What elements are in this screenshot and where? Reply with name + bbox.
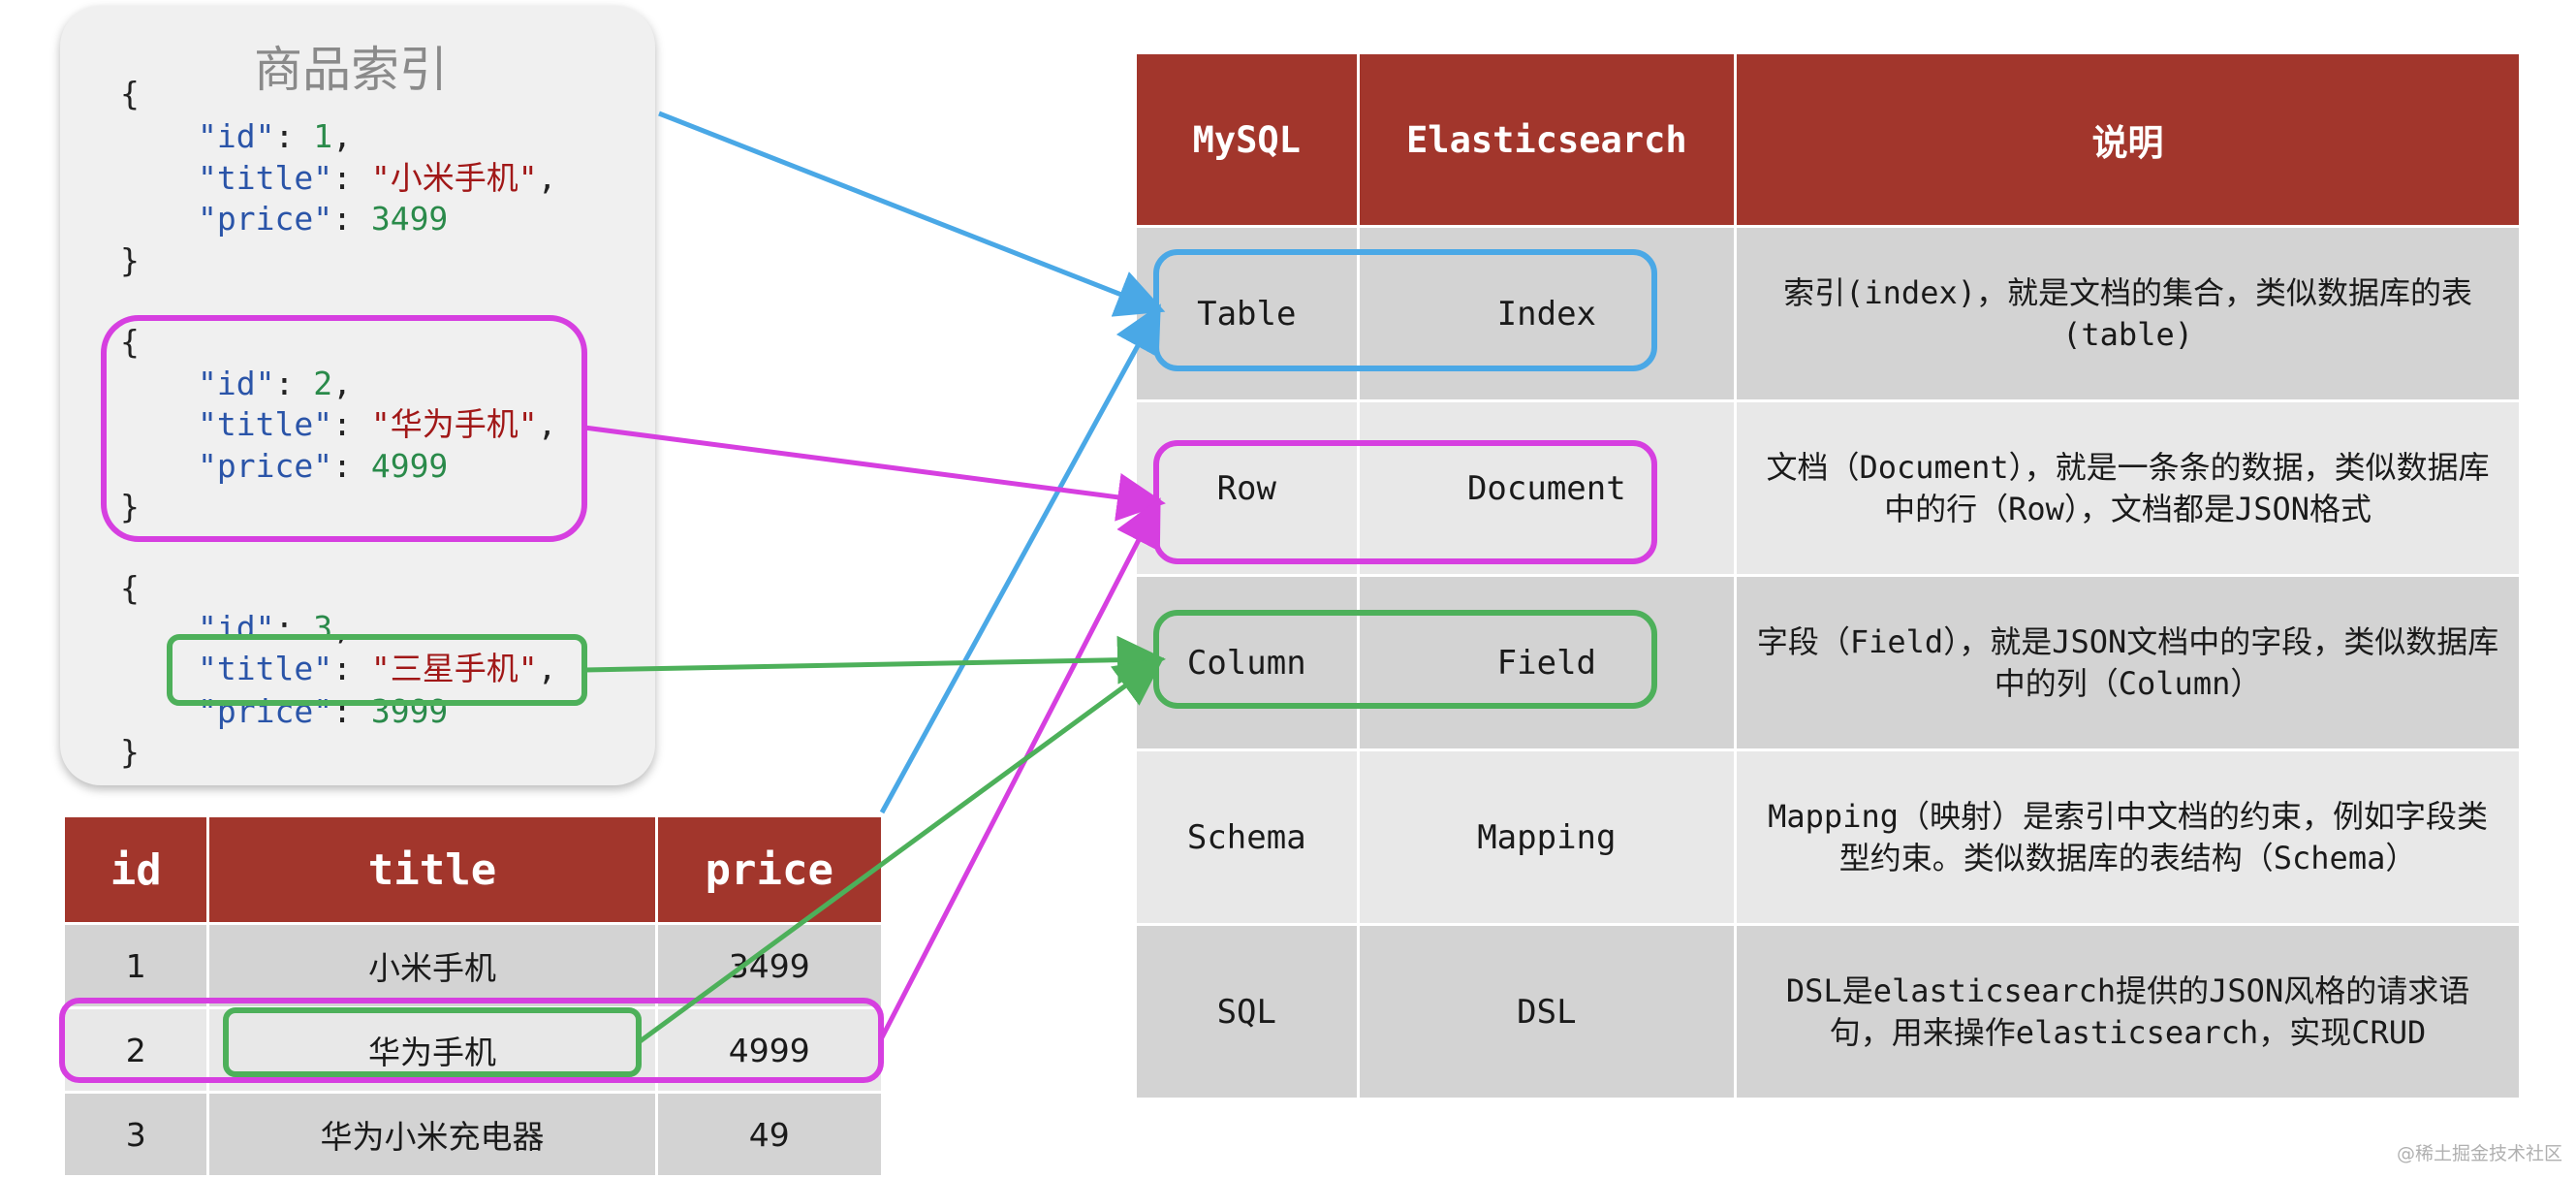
mapping-header-elasticsearch: Elasticsearch <box>1356 51 1738 228</box>
doc3-title-highlight-box <box>167 634 587 706</box>
table-row: Row Document 文档（Document），就是一条条的数据，类似数据库… <box>1134 399 2522 577</box>
doc3-close-brace: } <box>120 733 140 771</box>
doc2-price-value: 4999 <box>370 447 449 485</box>
mysql-term-cell: SQL <box>1134 923 1360 1100</box>
products-cell-price: 49 <box>654 1091 885 1178</box>
products-cell-id: 3 <box>61 1091 210 1178</box>
products-cell-price: 3499 <box>654 922 885 1009</box>
mysql-term-cell: Schema <box>1134 748 1360 926</box>
doc2-close-brace: } <box>120 488 140 525</box>
doc1-price-key: "price" <box>198 200 333 238</box>
doc2-id-value: 2 <box>313 365 333 402</box>
description-cell: 索引(index)，就是文档的集合，类似数据库的表(table) <box>1734 225 2522 402</box>
products-header-price: price <box>654 814 885 925</box>
mapping-table: MySQL Elasticsearch 说明 Table Index 索引(in… <box>1134 51 2522 1100</box>
products-cell-id: 1 <box>61 922 210 1009</box>
products-header-row: id title price <box>61 814 885 925</box>
table-row: 3 华为小米充电器 49 <box>61 1091 885 1178</box>
es-term-cell: Field <box>1356 574 1738 751</box>
mapping-header-description: 说明 <box>1734 51 2522 228</box>
doc2-highlight-box <box>101 315 587 542</box>
doc2-title-value: "华为手机" <box>370 405 538 443</box>
doc3-title-key: "title" <box>198 650 333 687</box>
column-field-highlight-box <box>1153 610 1657 709</box>
description-cell: Mapping（映射）是索引中文档的约束，例如字段类型约束。类似数据库的表结构（… <box>1734 748 2522 926</box>
products-header-id: id <box>61 814 210 925</box>
mysql-term-cell: Column <box>1134 574 1360 751</box>
doc1-to-table-arrow <box>658 111 1166 317</box>
products-cell-title: 华为小米充电器 <box>206 1091 658 1178</box>
doc3-title-line: "title": "三星手机", <box>198 650 557 687</box>
row2-to-row-arrow <box>878 497 1161 1041</box>
doc1-title-line: "title": "小米手机", <box>198 159 557 197</box>
row2-title-to-column-arrow <box>637 657 1165 1045</box>
doc1-title-key: "title" <box>198 159 333 197</box>
products-cell-title: 小米手机 <box>206 922 658 1009</box>
doc1-price-value: 3499 <box>370 200 449 238</box>
mapping-header-mysql: MySQL <box>1134 51 1360 228</box>
table-row: Column Field 字段（Field），就是JSON文档中的字段，类似数据… <box>1134 574 2522 751</box>
mysql-term-cell: Row <box>1134 399 1360 577</box>
mapping-header-row: MySQL Elasticsearch 说明 <box>1134 51 2522 228</box>
row2-highlight-box <box>59 998 884 1083</box>
description-cell: 字段（Field），就是JSON文档中的字段，类似数据库中的列（Column） <box>1734 574 2522 751</box>
doc2-id-key: "id" <box>198 365 275 402</box>
doc2-price-line: "price": 4999 <box>198 447 449 485</box>
doc1-price-line: "price": 3499 <box>198 200 449 238</box>
doc1-title-value: "小米手机" <box>370 159 538 197</box>
doc1-open-brace: { <box>120 75 140 112</box>
es-term-cell: Document <box>1356 399 1738 577</box>
doc2-id-line: "id": 2, <box>198 365 352 402</box>
table-row: 1 小米手机 3499 <box>61 922 885 1009</box>
doc3-title-value: "三星手机" <box>370 650 538 687</box>
doc2-title-line: "title": "华为手机", <box>198 405 557 443</box>
description-cell: 文档（Document），就是一条条的数据，类似数据库中的行（Row），文档都是… <box>1734 399 2522 577</box>
doc2-open-brace: { <box>120 323 140 361</box>
watermark: @稀土掘金技术社区 <box>2396 1143 2562 1164</box>
products-header-title: title <box>206 814 658 925</box>
doc1-close-brace: } <box>120 241 140 279</box>
doc1-id-line: "id": 1, <box>198 117 352 155</box>
es-term-cell: DSL <box>1356 923 1738 1100</box>
table-row: Schema Mapping Mapping（映射）是索引中文档的约束，例如字段… <box>1134 748 2522 926</box>
doc1-id-value: 1 <box>313 117 333 155</box>
table-index-highlight-box <box>1153 249 1657 371</box>
doc2-title-key: "title" <box>198 405 333 443</box>
es-term-cell: Mapping <box>1356 748 1738 926</box>
doc2-to-row-arrow <box>583 425 1166 522</box>
document-panel: 商品索引 <box>60 6 655 785</box>
doc3-open-brace: { <box>120 569 140 607</box>
row2-title-highlight-box <box>223 1007 642 1077</box>
table-row: SQL DSL DSL是elasticsearch提供的JSON风格的请求语句，… <box>1134 923 2522 1100</box>
doc3-title-to-column-arrow <box>583 635 1166 685</box>
panel-title: 商品索引 <box>254 42 448 98</box>
products-table-to-table-arrow <box>879 303 1161 814</box>
doc2-price-key: "price" <box>198 447 333 485</box>
description-cell: DSL是elasticsearch提供的JSON风格的请求语句，用来操作elas… <box>1734 923 2522 1100</box>
row-document-highlight-box <box>1153 440 1657 564</box>
doc1-id-key: "id" <box>198 117 275 155</box>
